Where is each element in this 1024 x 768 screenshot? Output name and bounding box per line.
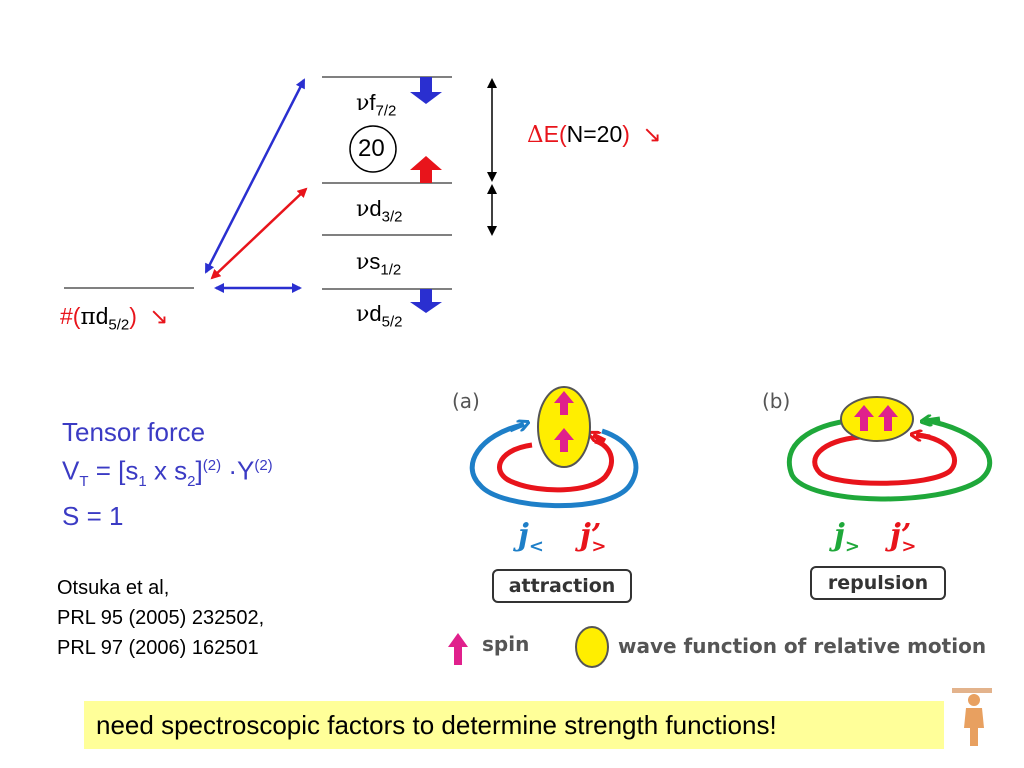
j-upper-label: j>: [834, 518, 860, 557]
magic-number-20: 20: [358, 135, 385, 162]
orbit-green-outer: [786, 417, 993, 502]
tensor-force-title: Tensor force: [62, 417, 206, 447]
reference-line: Otsuka et al,: [57, 577, 170, 599]
tensor-force-formula: VT = [s1 x s2](2) ·Y(2): [62, 455, 273, 490]
tensor-force-block: Tensor force VT = [s1 x s2](2) ·Y(2) S =…: [62, 415, 273, 533]
attraction-label: attraction: [492, 569, 632, 603]
orbit-blue-outer: [469, 422, 639, 509]
wave-function-ellipse: [537, 386, 591, 468]
magic-number-circle: [349, 125, 397, 173]
orbit-red-inner: [812, 432, 957, 486]
wave-function-legend-icon: [575, 626, 609, 668]
spin-arrow-icon: [448, 633, 468, 665]
tensor-arrow-f72: [204, 78, 306, 274]
level-label-d52: νd5/2: [356, 301, 403, 331]
reference-line: PRL 97 (2006) 162501: [57, 637, 259, 659]
conclusion-banner: need spectroscopic factors to determine …: [84, 701, 944, 749]
level-label-f72: νf7/2: [356, 90, 397, 120]
proton-occupancy-label: #(πd5/2) ↘: [60, 303, 169, 334]
legend-wave-text: wave function of relative motion: [618, 634, 987, 658]
j-prime-label: j’>: [890, 518, 917, 557]
level-label-s12: νs1/2: [356, 249, 402, 279]
references: Otsuka et al, PRL 95 (2005) 232502, PRL …: [57, 573, 264, 663]
spin-arrow-icon: [554, 391, 574, 452]
up-arrow-icon: [410, 156, 442, 183]
orbit-red-inner: [497, 438, 614, 493]
tensor-arrow-d32: [210, 187, 308, 280]
gap-energy-label: ΔE(N=20) ↘: [527, 121, 662, 148]
logo-icon: [952, 688, 992, 746]
j-lower-label: j<: [518, 518, 544, 557]
spin-arrow-icon: [854, 405, 898, 431]
level-label-d32: νd3/2: [356, 196, 403, 226]
legend-spin-text: spin: [482, 632, 530, 656]
panel-b-tag: (b): [762, 389, 791, 413]
wave-function-ellipse: [840, 396, 914, 442]
down-arrow-icon: [410, 77, 442, 104]
j-prime-label: j’>: [580, 518, 607, 557]
orbit-figure: [448, 386, 993, 668]
down-arrow-icon: [410, 289, 442, 313]
tensor-force-spin: S = 1: [62, 500, 124, 531]
repulsion-label: repulsion: [810, 566, 946, 600]
level-scheme-diagram: [64, 76, 497, 313]
panel-a-tag: (a): [452, 389, 480, 413]
reference-line: PRL 95 (2005) 232502,: [57, 607, 265, 629]
